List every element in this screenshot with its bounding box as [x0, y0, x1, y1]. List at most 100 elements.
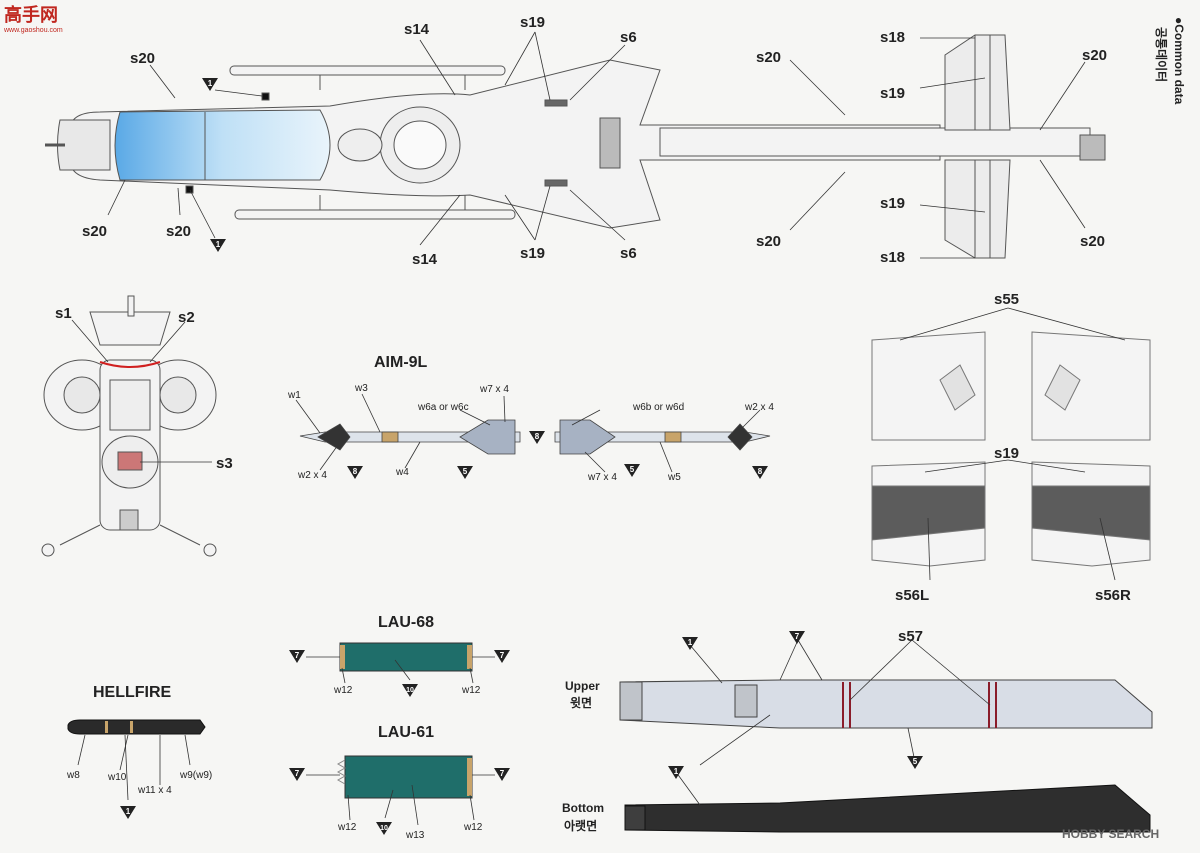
lau61-marker-7-left: 7	[289, 768, 305, 781]
lau61-w12-right: w12	[463, 822, 483, 833]
blade-upper-ko: 윗면	[570, 695, 592, 710]
svg-text:5: 5	[913, 757, 918, 766]
top-view-leaders	[107, 31, 1086, 259]
helicopter-top-view	[45, 34, 1106, 259]
aim9l-marker-8-mid: 8	[529, 431, 545, 444]
hellfire-marker-1: 1	[120, 806, 136, 819]
lau68-pod	[339, 642, 473, 672]
svg-text:8: 8	[353, 467, 358, 476]
label-s20-tail-top: s20	[756, 49, 781, 66]
label-s19-stab-bottom: s19	[880, 195, 905, 212]
marker-1-bottom: 1	[210, 239, 226, 252]
aim9l-w7-bottom: w7 x 4	[587, 472, 617, 483]
aim9l-leaders	[295, 393, 761, 473]
aim9l-w2-left: w2 x 4	[297, 470, 327, 481]
aim9l-marker-5-right: 5	[624, 464, 640, 477]
panel-s56-right	[1031, 485, 1151, 541]
svg-text:1: 1	[674, 767, 679, 776]
lau61-title: LAU-61	[378, 724, 434, 741]
label-s55: s55	[994, 291, 1019, 308]
aim9l-w4: w4	[395, 467, 409, 478]
svg-text:7: 7	[295, 651, 300, 660]
label-s20-bottom-mid: s20	[166, 223, 191, 240]
aim9l-w6a: w6a or w6c	[417, 402, 469, 413]
label-s18-bottom: s18	[880, 249, 905, 266]
label-s6-top: s6	[620, 29, 637, 46]
svg-text:10: 10	[406, 687, 414, 694]
svg-text:8: 8	[758, 467, 763, 476]
helicopter-front-view	[41, 295, 217, 557]
rotor-blade-upper	[619, 679, 1153, 729]
lau68-title: LAU-68	[378, 614, 434, 631]
label-s1: s1	[55, 305, 72, 322]
hellfire-w11: w11 x 4	[137, 785, 172, 796]
label-s20-end-bottom: s20	[1080, 233, 1105, 250]
label-s20-top-left: s20	[130, 50, 155, 67]
label-s19-stab-top: s19	[880, 85, 905, 102]
blade-marker-1-bottom: 1	[668, 766, 684, 779]
aim9l-marker-8-left: 8	[347, 466, 363, 479]
svg-text:1: 1	[216, 240, 221, 249]
watermark-hobbysearch: HOBBY SEARCH	[1062, 827, 1159, 841]
label-s19-bottom: s19	[520, 245, 545, 262]
blade-bottom-en: Bottom	[562, 801, 604, 815]
lau61-w12-left: w12	[337, 822, 357, 833]
aim9l-missile-right	[554, 419, 771, 455]
label-s56L: s56L	[895, 587, 929, 604]
lau68-marker-7-left: 7	[289, 650, 305, 663]
label-s2: s2	[178, 309, 195, 326]
label-s19-panel: s19	[994, 445, 1019, 462]
aim9l-title: AIM-9L	[374, 354, 428, 371]
lau68-w12-left: w12	[333, 685, 353, 696]
lau61-marker-7-right: 7	[494, 768, 510, 781]
lau61-marker-10: 10	[376, 822, 392, 835]
svg-text:10: 10	[380, 825, 388, 832]
aim9l-w2-right: w2 x 4	[744, 402, 774, 413]
aim9l-w3: w3	[354, 383, 368, 394]
panel-s55-left	[871, 331, 986, 441]
aim9l-w6b: w6b or w6d	[632, 402, 684, 413]
svg-text:5: 5	[630, 465, 635, 474]
svg-text:7: 7	[500, 651, 505, 660]
aim9l-marker-8-right: 8	[752, 466, 768, 479]
front-view-leaders	[71, 319, 212, 463]
aim9l-w5: w5	[667, 472, 681, 483]
label-s20-tail-bottom: s20	[756, 233, 781, 250]
svg-text:8: 8	[535, 432, 540, 441]
lau68-marker-10: 10	[402, 684, 418, 697]
panel-s55-right	[1031, 331, 1151, 441]
svg-text:1: 1	[126, 807, 131, 816]
lau61-w13: w13	[405, 830, 425, 841]
hellfire-w8: w8	[66, 770, 80, 781]
lau68-w12-right: w12	[461, 685, 481, 696]
label-s20-bottom-left: s20	[82, 223, 107, 240]
label-s18-top: s18	[880, 29, 905, 46]
hellfire-title: HELLFIRE	[93, 684, 172, 701]
watermark-logo: 高手网 www.gaoshou.com	[4, 6, 70, 35]
aim9l-marker-5-left: 5	[457, 466, 473, 479]
label-s14-bottom: s14	[412, 251, 438, 268]
rotor-blade-bottom	[624, 784, 1151, 833]
svg-text:7: 7	[795, 632, 800, 641]
svg-text:5: 5	[463, 467, 468, 476]
svg-text:7: 7	[295, 769, 300, 778]
blade-marker-7: 7	[789, 631, 805, 644]
panels-leaders	[899, 307, 1126, 581]
marker-1-top: 1	[202, 78, 218, 91]
aim9l-w7-top: w7 x 4	[479, 384, 509, 395]
watermark-cn: 高手网	[4, 5, 58, 26]
svg-text:1: 1	[688, 638, 693, 647]
hellfire-w9: w9(w9)	[179, 770, 212, 781]
svg-text:1: 1	[208, 79, 213, 88]
blade-marker-1-upper: 1	[682, 637, 698, 650]
aim9l-w1: w1	[287, 390, 301, 401]
blade-upper-en: Upper	[565, 679, 600, 693]
lau61-pod	[344, 755, 473, 799]
label-s57: s57	[898, 628, 923, 645]
lau68-marker-7-right: 7	[494, 650, 510, 663]
panels-group	[871, 331, 1151, 567]
watermark-url: www.gaoshou.com	[4, 27, 63, 34]
blade-bottom-ko: 아랫면	[564, 818, 597, 833]
label-s6-bottom: s6	[620, 245, 637, 262]
